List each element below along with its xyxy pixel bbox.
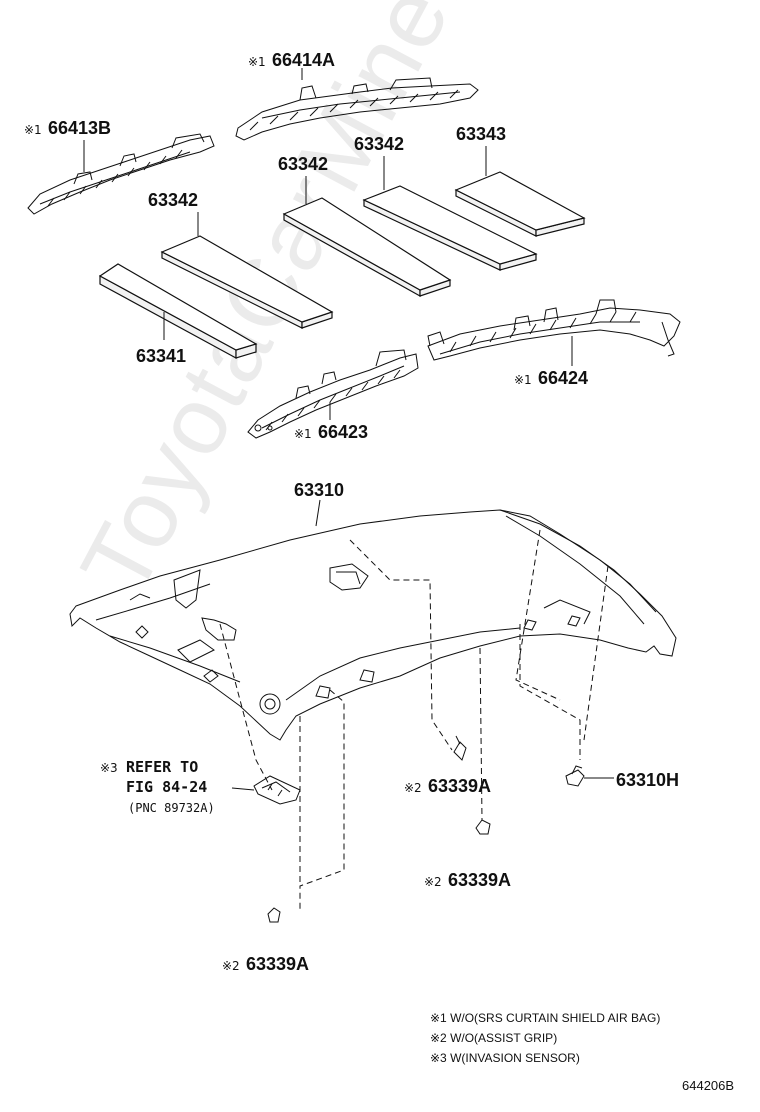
label-63310h[interactable]: 63310H (616, 770, 679, 790)
label-number: 66413B (48, 118, 111, 138)
refer-mark: ※3 (100, 761, 118, 775)
label-66413b[interactable]: ※1 66413B (24, 118, 111, 138)
footnote-2: ※2 W/O(ASSIST GRIP) (430, 1031, 557, 1045)
label-63341[interactable]: 63341 (136, 346, 186, 366)
label-63339a-lower[interactable]: ※2 63339A (424, 870, 511, 890)
label-number: 63342 (278, 154, 328, 174)
label-mark: ※2 (424, 875, 442, 889)
footnote-1: ※1 W/O(SRS CURTAIN SHIELD AIR BAG) (430, 1011, 660, 1025)
label-number: 63310 (294, 480, 344, 500)
label-number: 66424 (538, 368, 588, 388)
label-number: 63342 (148, 190, 198, 210)
label-number: 63339A (428, 776, 491, 796)
footnotes: ※1 W/O(SRS CURTAIN SHIELD AIR BAG) ※2 W/… (430, 1011, 660, 1065)
label-mark: ※1 (514, 373, 532, 387)
label-63342-right[interactable]: 63342 (354, 134, 404, 154)
label-63339a-mid[interactable]: ※2 63339A (404, 776, 491, 796)
refer-note[interactable]: ※3 REFER TO FIG 84-24 (PNC 89732A) (100, 758, 255, 815)
clip-63310h-drawing[interactable] (565, 765, 614, 787)
label-mark: ※1 (248, 55, 266, 69)
figure-code: 644206B (682, 1078, 734, 1093)
label-63343[interactable]: 63343 (456, 124, 506, 144)
label-mark: ※1 (294, 427, 312, 441)
pad-63342-right-drawing[interactable] (362, 156, 538, 271)
label-number: 66414A (272, 50, 335, 70)
leader-lines (219, 529, 609, 910)
pad-63342-mid-drawing[interactable] (282, 176, 452, 298)
label-66414a[interactable]: ※1 66414A (248, 50, 335, 70)
footnote-3: ※3 W(INVASION SENSOR) (430, 1051, 580, 1065)
headliner-63310-drawing[interactable] (69, 499, 677, 741)
clip-63339a-lower-drawing[interactable] (475, 819, 491, 835)
refer-line-1: REFER TO (126, 758, 198, 776)
label-mark: ※2 (222, 959, 240, 973)
label-number: 63310H (616, 770, 679, 790)
label-63339a-bottom[interactable]: ※2 63339A (222, 954, 309, 974)
part-66423-drawing[interactable] (247, 349, 419, 439)
label-mark: ※1 (24, 123, 42, 137)
refer-line-2: FIG 84-24 (126, 778, 207, 796)
label-number: 63341 (136, 346, 186, 366)
label-66424[interactable]: ※1 66424 (514, 368, 588, 388)
label-number: 63342 (354, 134, 404, 154)
label-63310[interactable]: 63310 (294, 480, 344, 500)
pad-63342-left-drawing[interactable] (160, 212, 334, 329)
label-number: 63343 (456, 124, 506, 144)
clip-63339a-bottom-drawing[interactable] (267, 907, 281, 923)
pad-63341-drawing[interactable] (98, 263, 258, 360)
part-66414a-drawing[interactable] (235, 68, 479, 141)
label-number: 66423 (318, 422, 368, 442)
label-mark: ※2 (404, 781, 422, 795)
part-66413b-drawing[interactable] (27, 133, 215, 215)
label-66423[interactable]: ※1 66423 (294, 422, 368, 442)
part-66424-drawing[interactable] (427, 299, 681, 366)
label-63342-left[interactable]: 63342 (148, 190, 198, 210)
sensor-bracket-drawing[interactable] (253, 775, 301, 805)
label-number: 63339A (246, 954, 309, 974)
clip-63339a-mid-drawing[interactable] (453, 735, 467, 761)
pad-63343-drawing[interactable] (454, 146, 586, 237)
label-63342-mid[interactable]: 63342 (278, 154, 328, 174)
label-number: 63339A (448, 870, 511, 890)
refer-line-3: (PNC 89732A) (128, 801, 215, 815)
